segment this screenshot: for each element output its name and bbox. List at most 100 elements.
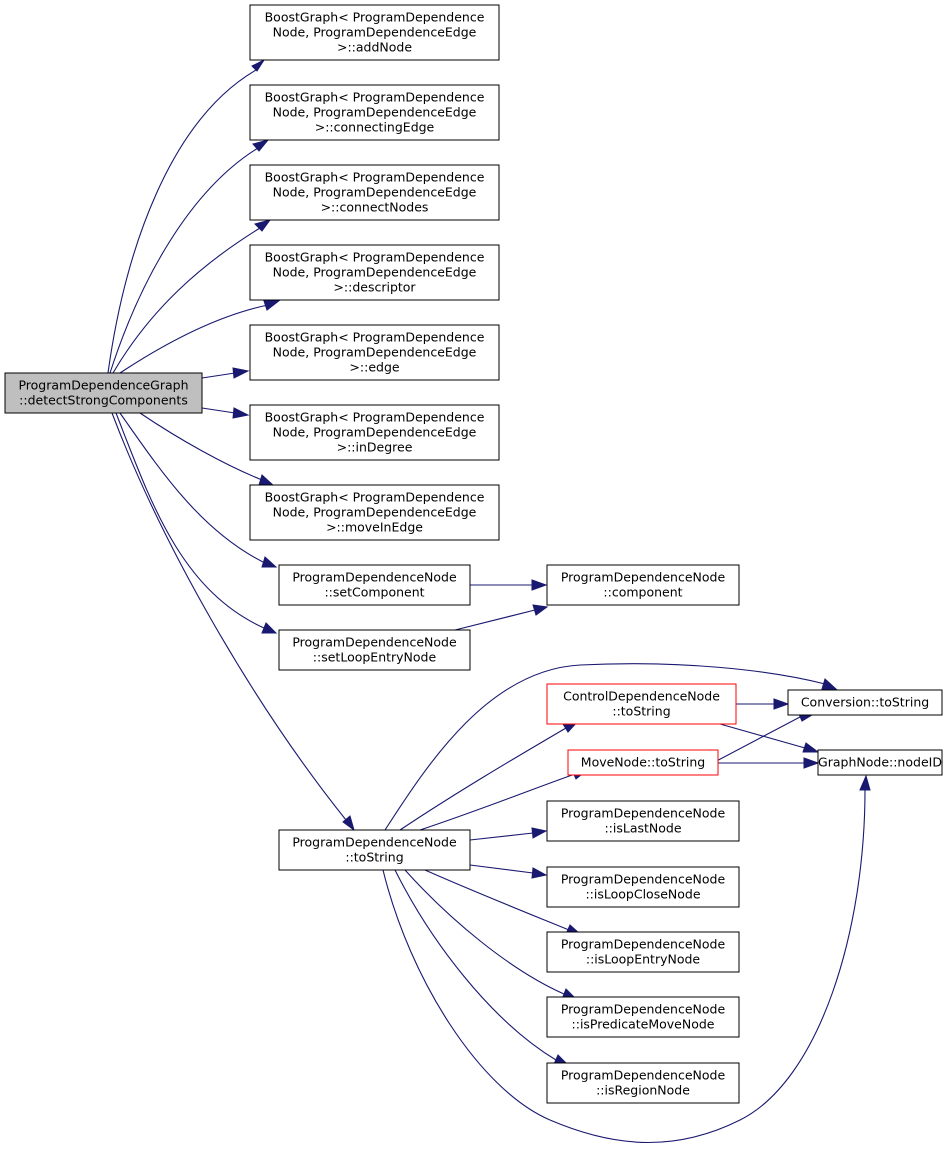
node-label-line: BoostGraph< ProgramDependence <box>265 10 485 25</box>
node-label-line: Node, ProgramDependenceEdge <box>273 265 477 280</box>
node-moveInEdge[interactable]: BoostGraph< ProgramDependenceNode, Progr… <box>249 484 500 541</box>
node-label-line: ::isPredicateMoveNode <box>572 1017 715 1032</box>
node-label-line: BoostGraph< ProgramDependence <box>265 330 485 345</box>
node-box[interactable] <box>817 749 943 776</box>
node-box[interactable] <box>249 484 500 541</box>
node-mnToString[interactable]: MoveNode::toString <box>567 749 719 776</box>
node-box[interactable] <box>278 564 471 606</box>
node-label-line: Node, ProgramDependenceEdge <box>273 105 477 120</box>
node-box[interactable] <box>546 866 740 908</box>
node-box[interactable] <box>567 749 719 776</box>
node-label-line: BoostGraph< ProgramDependence <box>265 250 485 265</box>
edge-arrowhead <box>531 579 548 591</box>
edge-setLoopEntryNode-to-component <box>454 604 549 631</box>
node-label-line: Node, ProgramDependenceEdge <box>273 425 477 440</box>
edge-arrowhead <box>531 827 548 839</box>
edge-line <box>719 723 806 749</box>
node-setComponent[interactable]: ProgramDependenceNode::setComponent <box>278 564 471 606</box>
node-label-line: ProgramDependenceNode <box>292 835 457 850</box>
edge-root-to-pdnToString <box>111 412 355 832</box>
node-label-line: BoostGraph< ProgramDependence <box>265 90 485 105</box>
node-label-line: ProgramDependenceNode <box>561 1068 726 1083</box>
edge-pdnToString-to-convToString <box>384 663 838 831</box>
edge-line <box>424 869 570 931</box>
edge-arrowhead <box>531 867 548 879</box>
node-label-line: ProgramDependenceNode <box>292 635 457 650</box>
node-label-line: ::isRegionNode <box>596 1083 690 1098</box>
node-cdnToString[interactable]: ControlDependenceNode::toString <box>546 683 737 725</box>
node-root[interactable]: ProgramDependenceGraph::detectStrongComp… <box>4 372 203 414</box>
node-label-line: ProgramDependenceGraph <box>18 378 188 393</box>
node-label-line: GraphNode::nodeID <box>818 755 942 770</box>
node-box[interactable] <box>249 404 500 461</box>
edge-line <box>201 372 236 379</box>
edge-line <box>109 147 259 374</box>
node-box[interactable] <box>546 564 740 606</box>
node-descriptor[interactable]: BoostGraph< ProgramDependenceNode, Progr… <box>249 244 500 301</box>
node-connectingEdge[interactable]: BoostGraph< ProgramDependenceNode, Progr… <box>249 84 500 141</box>
edge-pdnToString-to-nodeID <box>382 774 871 1143</box>
node-label-line: >::connectNodes <box>321 200 429 215</box>
node-label-line: ControlDependenceNode <box>563 689 720 704</box>
edge-root-to-setLoopEntryNode <box>115 412 278 634</box>
node-box[interactable] <box>546 683 737 725</box>
node-nodeID[interactable]: GraphNode::nodeID <box>817 749 943 776</box>
node-box[interactable] <box>249 164 500 221</box>
node-label-line: Node, ProgramDependenceEdge <box>273 185 477 200</box>
edge-line <box>139 412 263 481</box>
edge-arrowhead <box>803 757 820 769</box>
node-box[interactable] <box>4 372 203 414</box>
node-isLoopEntryNode[interactable]: ProgramDependenceNode::isLoopEntryNode <box>546 931 740 973</box>
edge-arrowhead <box>251 58 266 72</box>
node-box[interactable] <box>249 84 500 141</box>
node-label-line: Node, ProgramDependenceEdge <box>273 505 477 520</box>
node-box[interactable] <box>546 996 740 1038</box>
node-convToString[interactable]: Conversion::toString <box>787 689 943 716</box>
node-box[interactable] <box>546 800 740 842</box>
node-isLoopCloseNode[interactable]: ProgramDependenceNode::isLoopCloseNode <box>546 866 740 908</box>
node-box[interactable] <box>787 689 943 716</box>
node-isRegionNode[interactable]: ProgramDependenceNode::isRegionNode <box>546 1062 740 1104</box>
edge-line <box>115 412 265 629</box>
edge-line <box>107 69 257 374</box>
node-component[interactable]: ProgramDependenceNode::component <box>546 564 740 606</box>
edge-root-to-inDegree <box>201 407 250 419</box>
node-box[interactable] <box>278 829 471 871</box>
node-isLastNode[interactable]: ProgramDependenceNode::isLastNode <box>546 800 740 842</box>
node-label-line: ProgramDependenceNode <box>561 1002 726 1017</box>
edge-arrowhead <box>252 139 270 152</box>
edge-root-to-addNode <box>107 58 266 374</box>
node-label-line: >::addNode <box>337 40 412 55</box>
node-box[interactable] <box>249 4 500 61</box>
node-connectNodes[interactable]: BoostGraph< ProgramDependenceNode, Progr… <box>249 164 500 221</box>
node-box[interactable] <box>546 1062 740 1104</box>
node-pdnToString[interactable]: ProgramDependenceNode::toString <box>278 829 471 871</box>
node-addNode[interactable]: BoostGraph< ProgramDependenceNode, Progr… <box>249 4 500 61</box>
node-label-line: ::isLoopCloseNode <box>585 887 700 902</box>
node-setLoopEntryNode[interactable]: ProgramDependenceNode::setLoopEntryNode <box>278 629 471 671</box>
node-label-line: ProgramDependenceNode <box>561 806 726 821</box>
edge-cdnToString-to-nodeID <box>719 723 820 753</box>
edge-root-to-connectNodes <box>112 219 272 374</box>
node-label-line: >::edge <box>349 360 399 375</box>
node-label-line: ::toString <box>612 704 670 719</box>
node-label-line: ProgramDependenceNode <box>561 872 726 887</box>
node-box[interactable] <box>546 931 740 973</box>
edge-line <box>384 663 826 831</box>
node-isPredicateMoveNode[interactable]: ProgramDependenceNode::isPredicateMoveNo… <box>546 996 740 1038</box>
node-label-line: ::isLoopEntryNode <box>586 952 701 967</box>
edge-line <box>404 869 565 995</box>
node-box[interactable] <box>278 629 471 671</box>
node-label-line: Node, ProgramDependenceEdge <box>273 25 477 40</box>
node-label-line: BoostGraph< ProgramDependence <box>265 170 485 185</box>
edge-line <box>399 727 567 831</box>
edge-line <box>382 789 866 1143</box>
node-inDegree[interactable]: BoostGraph< ProgramDependenceNode, Progr… <box>249 404 500 461</box>
node-label-line: ProgramDependenceNode <box>561 937 726 952</box>
edge-root-to-setComponent <box>119 412 278 568</box>
node-edge[interactable]: BoostGraph< ProgramDependenceNode, Progr… <box>249 324 500 381</box>
edge-line <box>112 227 261 374</box>
node-box[interactable] <box>249 324 500 381</box>
node-box[interactable] <box>249 244 500 301</box>
